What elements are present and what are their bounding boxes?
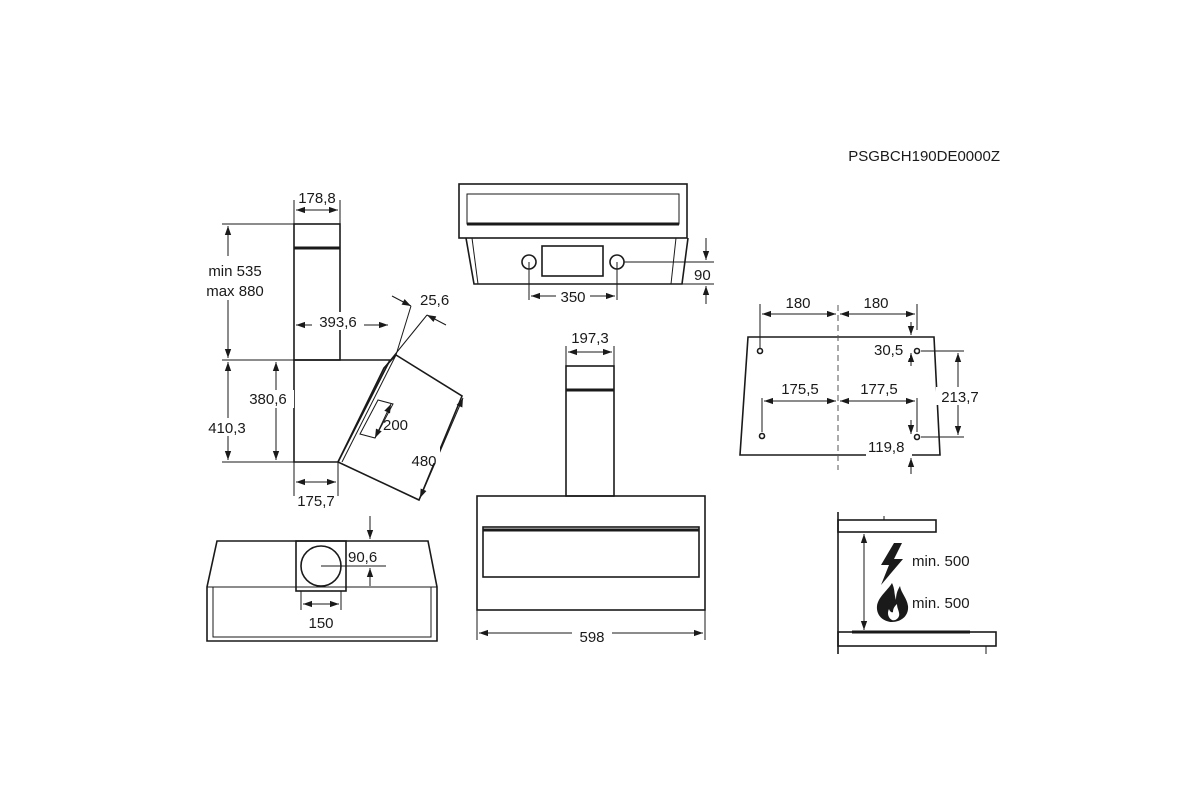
top-outlet-opening — [541, 245, 604, 277]
clearance-cooktop — [837, 631, 997, 647]
top-outer-frame — [458, 183, 688, 239]
dim-410-3: 410,3 — [208, 420, 246, 437]
template-hole — [758, 432, 766, 440]
front-chimney — [565, 365, 615, 497]
dim-175-5: 175,5 — [781, 381, 819, 398]
dim-393-6: 393,6 — [319, 314, 357, 331]
template-hole — [913, 433, 921, 441]
dim-90-6: 90,6 — [348, 549, 377, 566]
model-code: PSGBCH190DE0000Z — [848, 148, 1000, 165]
side-view: 178,8 min 535 max 880 393,6 410,3 380,6 … — [200, 190, 464, 510]
dim-90: 90 — [694, 267, 711, 284]
dim-480: 480 — [411, 453, 436, 470]
dim-213-7: 213,7 — [941, 389, 979, 406]
front-glass-panel — [482, 526, 700, 578]
clearance-electric-label: min. 500 — [912, 553, 970, 570]
dim-119-8: 119,8 — [868, 439, 904, 456]
dim-180-right: 180 — [863, 295, 888, 312]
front-view: 197,3 598 — [476, 330, 706, 646]
dim-350: 350 — [560, 289, 585, 306]
dim-min-535: min 535 — [208, 263, 261, 280]
bottom-view: 90,6 150 — [206, 516, 438, 642]
dim-max-880: max 880 — [206, 283, 264, 300]
dim-30-5: 30,5 — [874, 342, 903, 359]
side-chimney — [293, 223, 341, 361]
dim-177-5: 177,5 — [860, 381, 898, 398]
dim-380-6: 380,6 — [249, 391, 287, 408]
top-lower-body — [465, 237, 689, 285]
dim-175-7: 175,7 — [297, 493, 335, 510]
clearance-gas-label: min. 500 — [912, 595, 970, 612]
mounting-template: 180 180 30,5 175,5 177,5 213,7 119,8 — [739, 295, 982, 474]
side-body — [293, 359, 392, 463]
flame-icon — [876, 583, 909, 622]
dim-150: 150 — [308, 615, 333, 632]
dim-598: 598 — [579, 629, 604, 646]
top-view: 350 90 — [458, 183, 714, 306]
dim-180-left: 180 — [785, 295, 810, 312]
dim-25-6: 25,6 — [420, 292, 449, 309]
dim-178-8: 178,8 — [298, 190, 336, 207]
clearance-hood — [837, 519, 937, 533]
dim-197-3: 197,3 — [571, 330, 609, 347]
clearance-diagram: min. 500 min. 500 — [837, 512, 997, 654]
lightning-icon — [881, 543, 903, 585]
dim-200: 200 — [383, 417, 408, 434]
template-hole — [756, 347, 764, 355]
template-hole — [913, 347, 921, 355]
side-handle — [359, 399, 394, 439]
template-outline — [739, 336, 941, 456]
front-hood — [476, 495, 706, 611]
